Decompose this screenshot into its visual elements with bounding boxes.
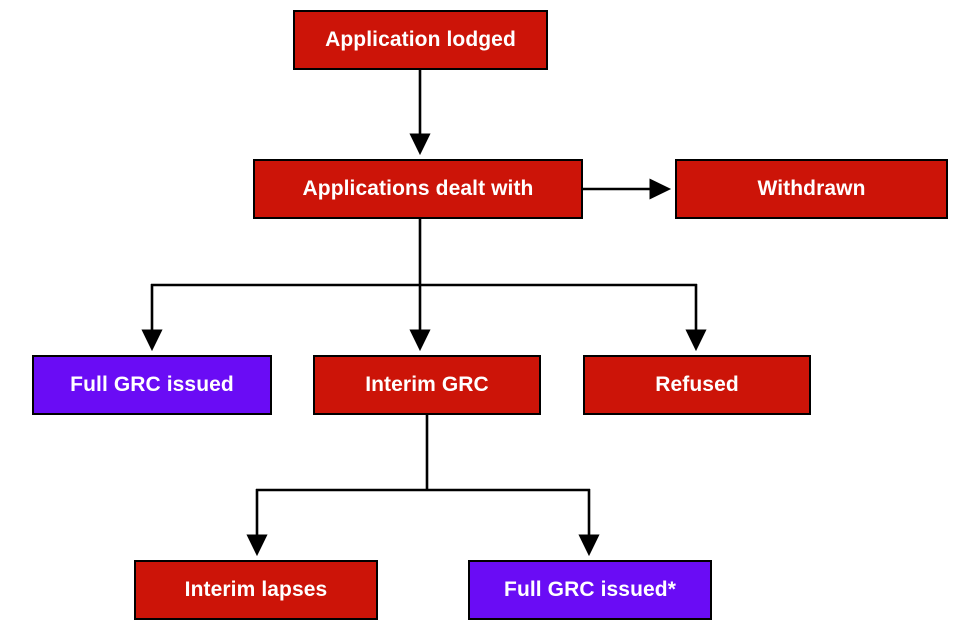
node-interim-lapses[interactable]: Interim lapses (134, 560, 378, 620)
node-label: Withdrawn (757, 177, 866, 201)
node-interim-grc[interactable]: Interim GRC (313, 355, 541, 415)
node-label: Application lodged (325, 28, 516, 52)
node-label: Applications dealt with (302, 177, 534, 201)
node-full-grc-issued-asterisk[interactable]: Full GRC issued* (468, 560, 712, 620)
node-refused[interactable]: Refused (583, 355, 811, 415)
node-label: Full GRC issued* (504, 578, 676, 602)
node-applications-dealt-with[interactable]: Applications dealt with (253, 159, 583, 219)
node-label: Full GRC issued (70, 373, 234, 397)
node-label: Interim GRC (365, 373, 489, 397)
node-full-grc-issued[interactable]: Full GRC issued (32, 355, 272, 415)
node-withdrawn[interactable]: Withdrawn (675, 159, 948, 219)
node-label: Interim lapses (184, 578, 328, 602)
node-label: Refused (655, 373, 739, 397)
node-application-lodged[interactable]: Application lodged (293, 10, 548, 70)
